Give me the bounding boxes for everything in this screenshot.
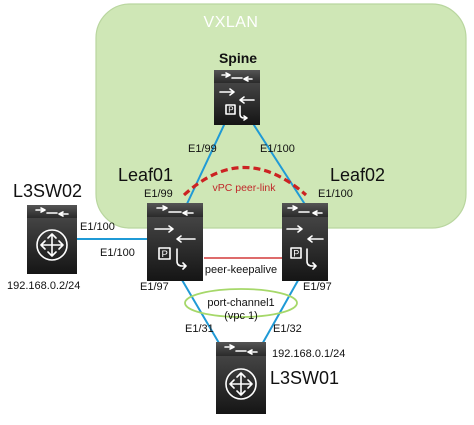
spine-switch[interactable]: P bbox=[214, 70, 260, 125]
port-label: E1/99 bbox=[188, 143, 217, 155]
port-label: E1/97 bbox=[140, 281, 169, 293]
vpc-peer-link bbox=[182, 166, 308, 197]
port-label: E1/31 bbox=[185, 323, 214, 335]
port-label: E1/100 bbox=[318, 188, 353, 200]
link-leaf02-l3sw01 bbox=[255, 267, 306, 356]
svg-text:P: P bbox=[293, 249, 299, 259]
l3sw01-switch[interactable] bbox=[216, 342, 266, 414]
l3sw01-ip: 192.168.0.1/24 bbox=[272, 348, 345, 360]
l3sw02-label: L3SW02 bbox=[13, 181, 82, 201]
leaf02-label: Leaf02 bbox=[330, 165, 385, 185]
port-channel-sublabel: (vpc 1) bbox=[224, 310, 258, 322]
svg-text:P: P bbox=[162, 249, 168, 260]
vxlan-zone bbox=[95, 3, 467, 229]
port-label: E1/32 bbox=[273, 323, 302, 335]
port-channel-ellipse bbox=[184, 288, 298, 318]
port-channel-label: port-channel1 bbox=[207, 297, 274, 309]
vpc-peer-link-label: vPC peer-link bbox=[212, 182, 276, 194]
port-label: E1/100 bbox=[260, 143, 295, 155]
leaf01-switch[interactable]: P bbox=[147, 203, 203, 281]
multilayer-switch-icon bbox=[224, 344, 258, 400]
nexus-switch-icon: P bbox=[154, 205, 196, 270]
l3sw02-ip: 192.168.0.2/24 bbox=[7, 280, 80, 292]
port-label: E1/100 bbox=[80, 221, 115, 233]
l3sw01-label: L3SW01 bbox=[270, 368, 339, 388]
spine-label: Spine bbox=[219, 50, 257, 66]
peer-keepalive-label: peer-keepalive bbox=[205, 264, 277, 276]
leaf02-switch[interactable]: P bbox=[282, 203, 328, 281]
link-leaf01-l3sw01 bbox=[174, 267, 227, 356]
nexus-switch-icon: P bbox=[286, 205, 324, 270]
port-label: E1/97 bbox=[303, 281, 332, 293]
vxlan-zone-title: VXLAN bbox=[204, 14, 259, 31]
nexus-switch-icon: P bbox=[219, 72, 255, 121]
port-label: E1/100 bbox=[100, 247, 135, 259]
multilayer-switch-icon bbox=[35, 207, 69, 261]
l3sw02-switch[interactable] bbox=[27, 205, 77, 274]
leaf01-label: Leaf01 bbox=[118, 165, 173, 185]
svg-text:P: P bbox=[228, 106, 233, 115]
port-label: E1/99 bbox=[144, 188, 173, 200]
